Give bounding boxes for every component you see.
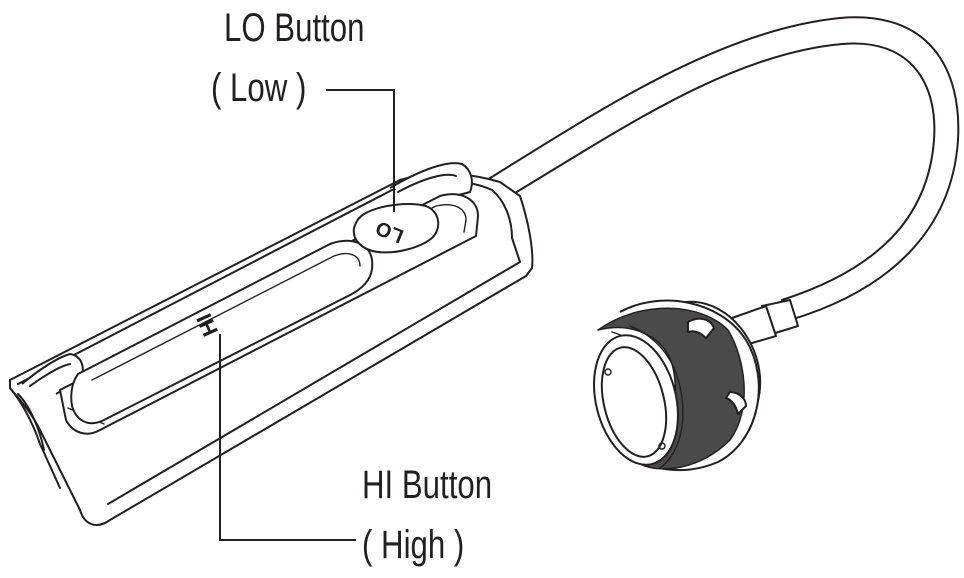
lo-button[interactable] — [352, 203, 440, 254]
lo-button-label: LO Button — [224, 6, 365, 50]
lo-button-sublabel: ( Low ) — [211, 66, 307, 110]
lo-leader-line — [326, 89, 395, 212]
hi-button-sublabel: ( High ) — [362, 523, 465, 567]
hi-leader-line — [219, 334, 356, 541]
cable — [486, 16, 960, 321]
end-cap — [593, 299, 762, 472]
hi-button-label: HI Button — [362, 463, 493, 507]
